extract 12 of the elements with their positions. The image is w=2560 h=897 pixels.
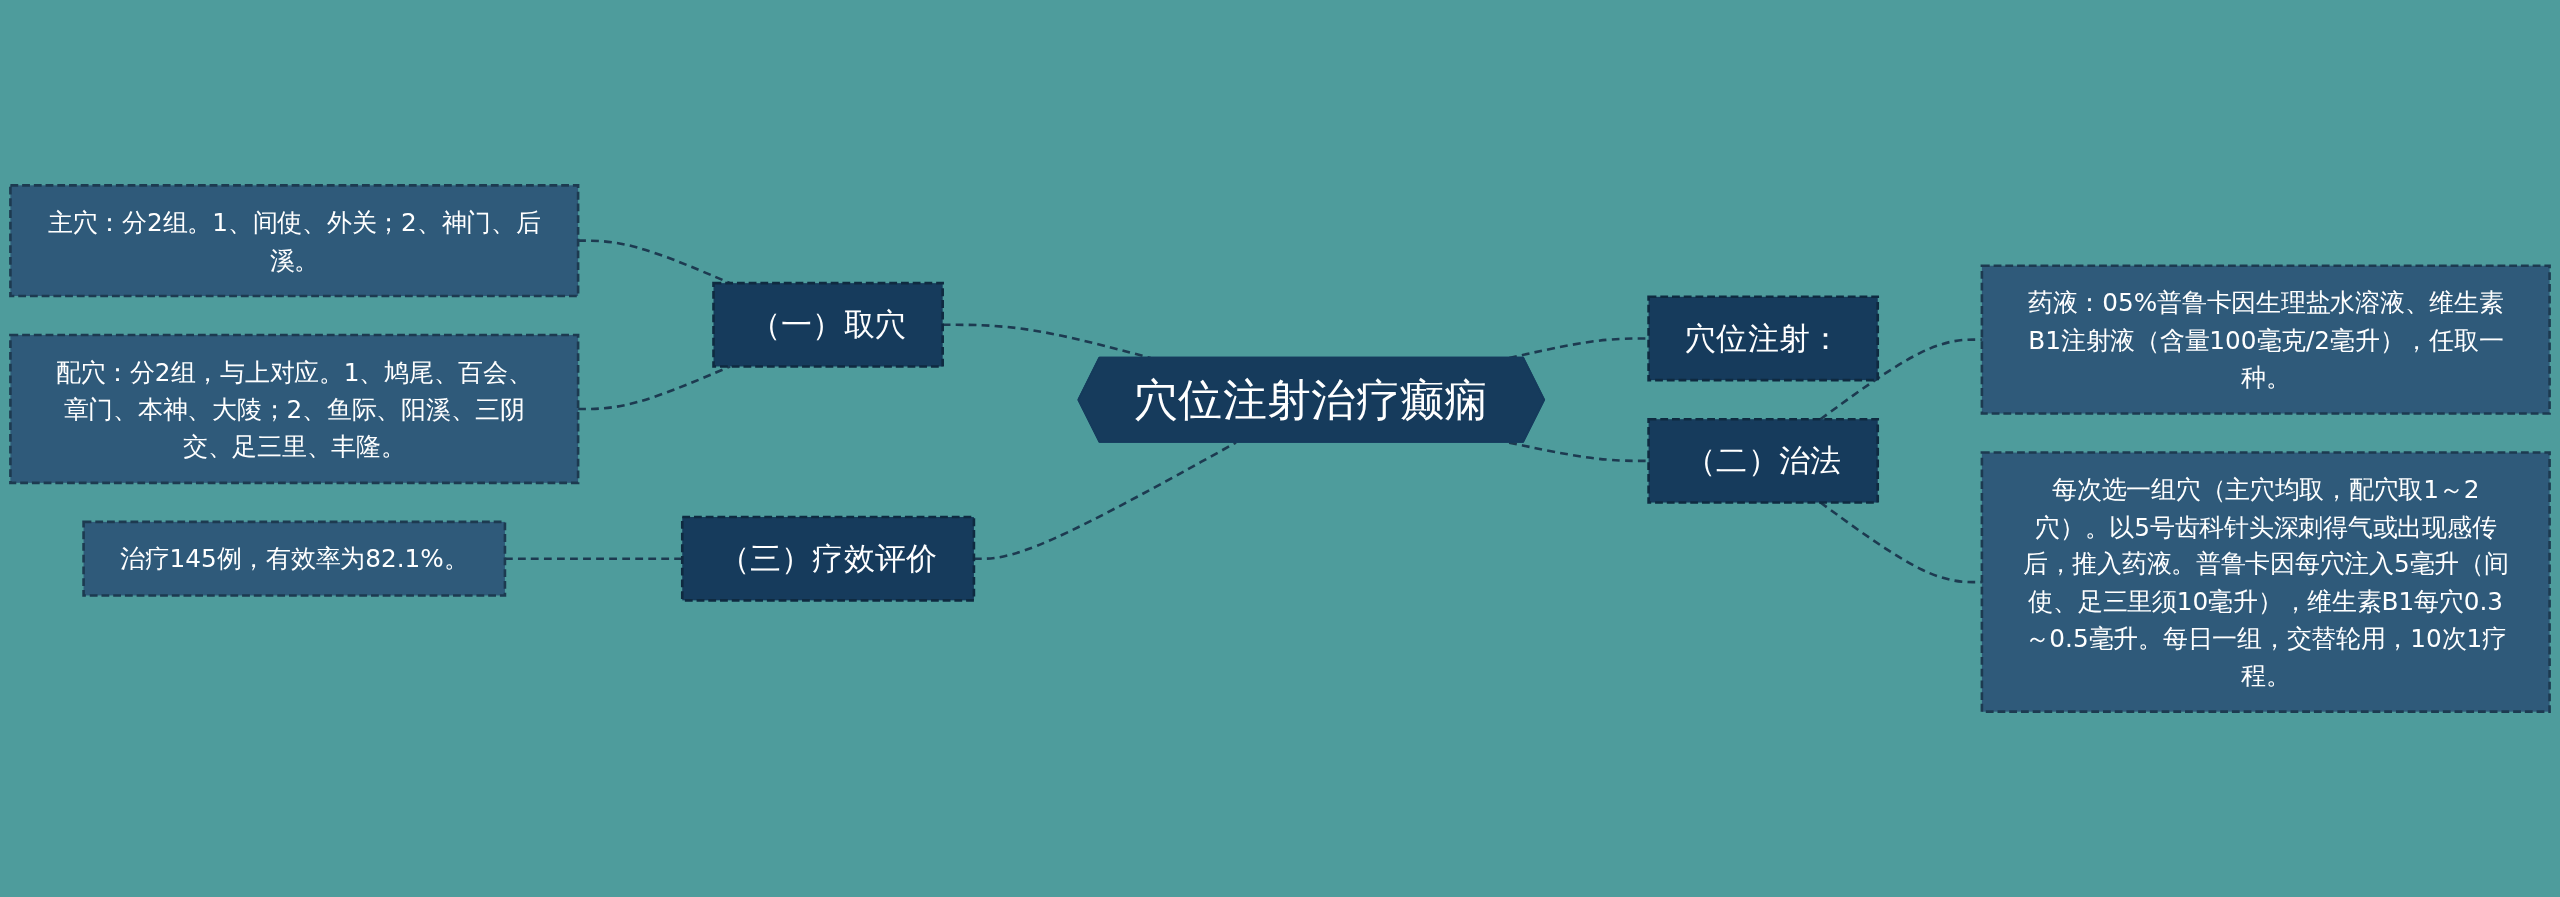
node-box: （二）治法 [1647,417,1880,504]
node-box: 穴位注射： [1647,295,1880,382]
node-box: （一）取穴 [712,281,944,368]
connector [504,557,683,560]
node-box: 主穴：分2组。1、间使、外关；2、神门、后溪。 [9,184,580,298]
node-box: 药液：05%普鲁卡因生理盐水溶液、维生素B1注射液（含量100毫克/2毫升），任取一种。 [1980,264,2551,415]
connector [973,441,1237,560]
node-box: 配穴：分2组，与上对应。1、鸠尾、百会、章门、本神、大陵；2、鱼际、阳溪、三阴交、足三里、丰隆。 [9,333,580,485]
node-box: 每次选一组穴（主穴均取，配穴取1～2穴）。以5号齿科针头深刺得气或出现感传后，推入药液。普鲁卡因每穴注入5毫升（间使、足三里须10毫升），维生素B1每穴0.3～0.5毫升。每日一组，交替轮用，10次1疗程。 [1980,451,2551,713]
node-box: 治疗145例，有效率为82.1%。 [82,520,507,597]
node-box: （三）疗效评价 [680,515,976,602]
connector [1508,441,1649,463]
